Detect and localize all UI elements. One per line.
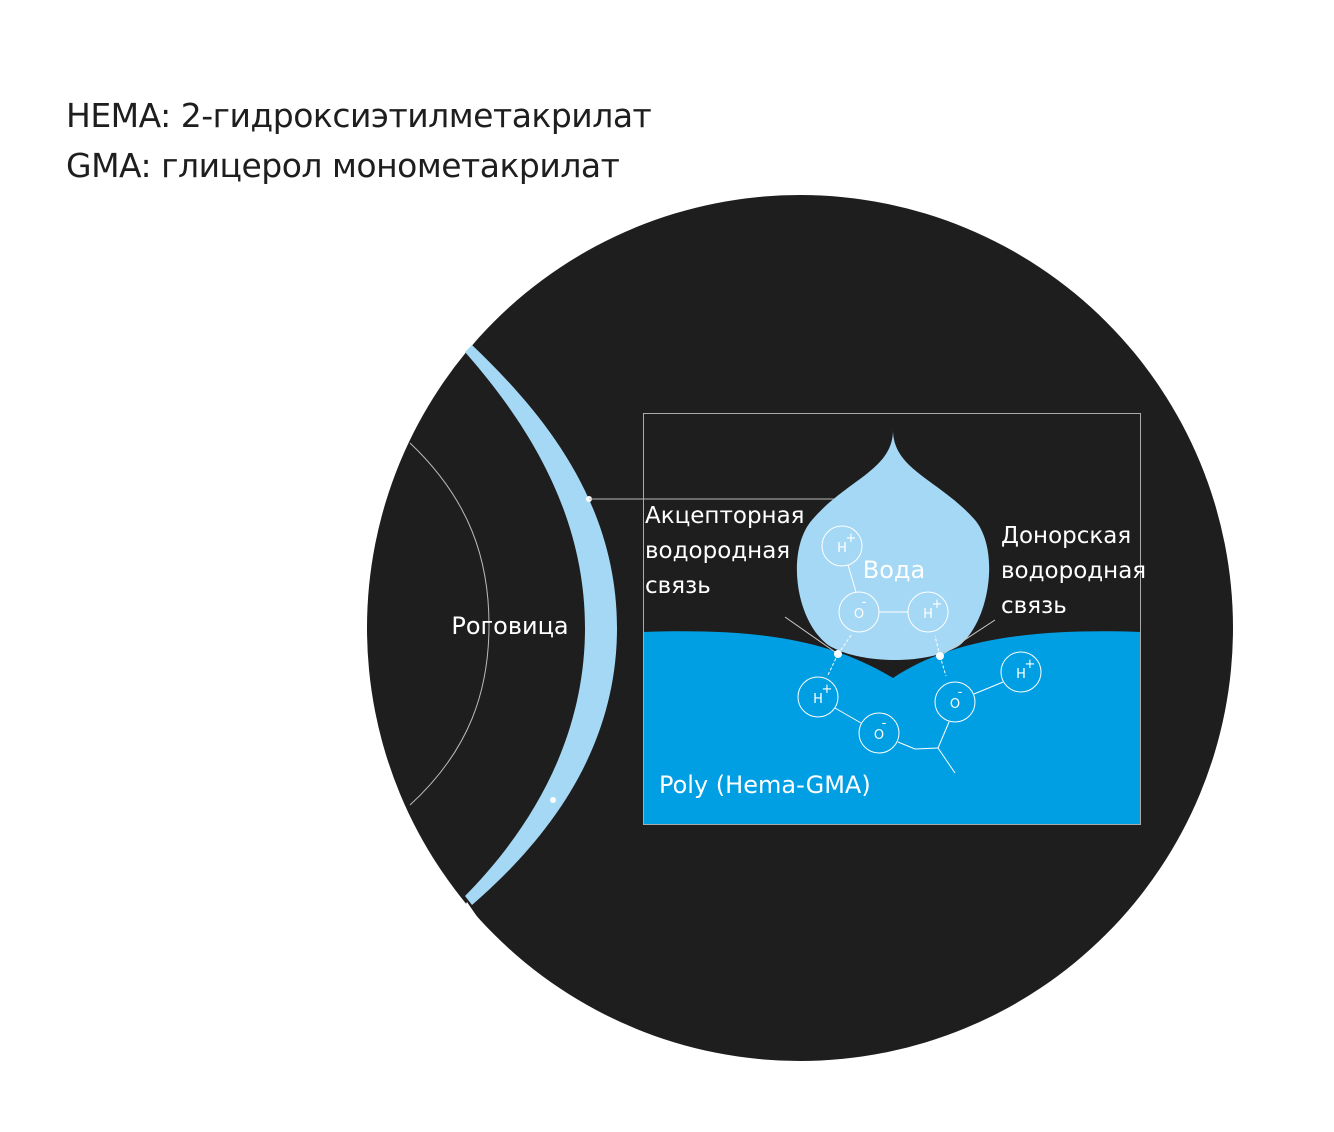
water-label: Вода — [863, 556, 925, 584]
atom-o: O — [854, 607, 864, 622]
atom-plus: + — [1025, 657, 1036, 672]
acceptor-dot — [834, 650, 842, 658]
acceptor-label-1: Акцепторная — [645, 503, 805, 529]
contact-lens — [465, 345, 617, 905]
atom-plus: + — [846, 531, 857, 546]
gap-top — [455, 330, 478, 352]
lens-dot — [550, 797, 556, 803]
cornea-label: Роговица — [451, 612, 568, 640]
atom-plus: + — [932, 597, 943, 612]
legend-gma: GMA: глицерол монометакрилат — [66, 146, 620, 185]
donor-dot — [936, 652, 944, 660]
atom-h: H — [923, 607, 933, 622]
cornea-line — [409, 442, 490, 806]
donor-label-1: Донорская — [1001, 523, 1131, 549]
polymer-label: Poly (Hema-GMA) — [659, 771, 871, 799]
acceptor-label-2: водородная — [645, 538, 790, 564]
water-drop — [796, 430, 990, 660]
gap-bottom — [455, 902, 478, 925]
acceptor-label-3: связь — [645, 573, 711, 599]
donor-label-2: водородная — [1001, 558, 1146, 584]
atom-minus: - — [862, 595, 867, 610]
atom-minus: - — [882, 716, 887, 731]
atom-o: O — [950, 697, 960, 712]
atom-minus: - — [958, 685, 963, 700]
atom-h: H — [1016, 667, 1026, 682]
atom-h: H — [837, 541, 847, 556]
atom-plus: + — [822, 682, 833, 697]
legend-hema: HEMA: 2-гидроксиэтилметакрилат — [66, 96, 652, 135]
polymer-region — [643, 631, 1141, 825]
donor-label-3: связь — [1001, 593, 1067, 619]
detail-box — [643, 413, 1141, 825]
atom-h: H — [813, 692, 823, 707]
atom-o: O — [874, 728, 884, 743]
